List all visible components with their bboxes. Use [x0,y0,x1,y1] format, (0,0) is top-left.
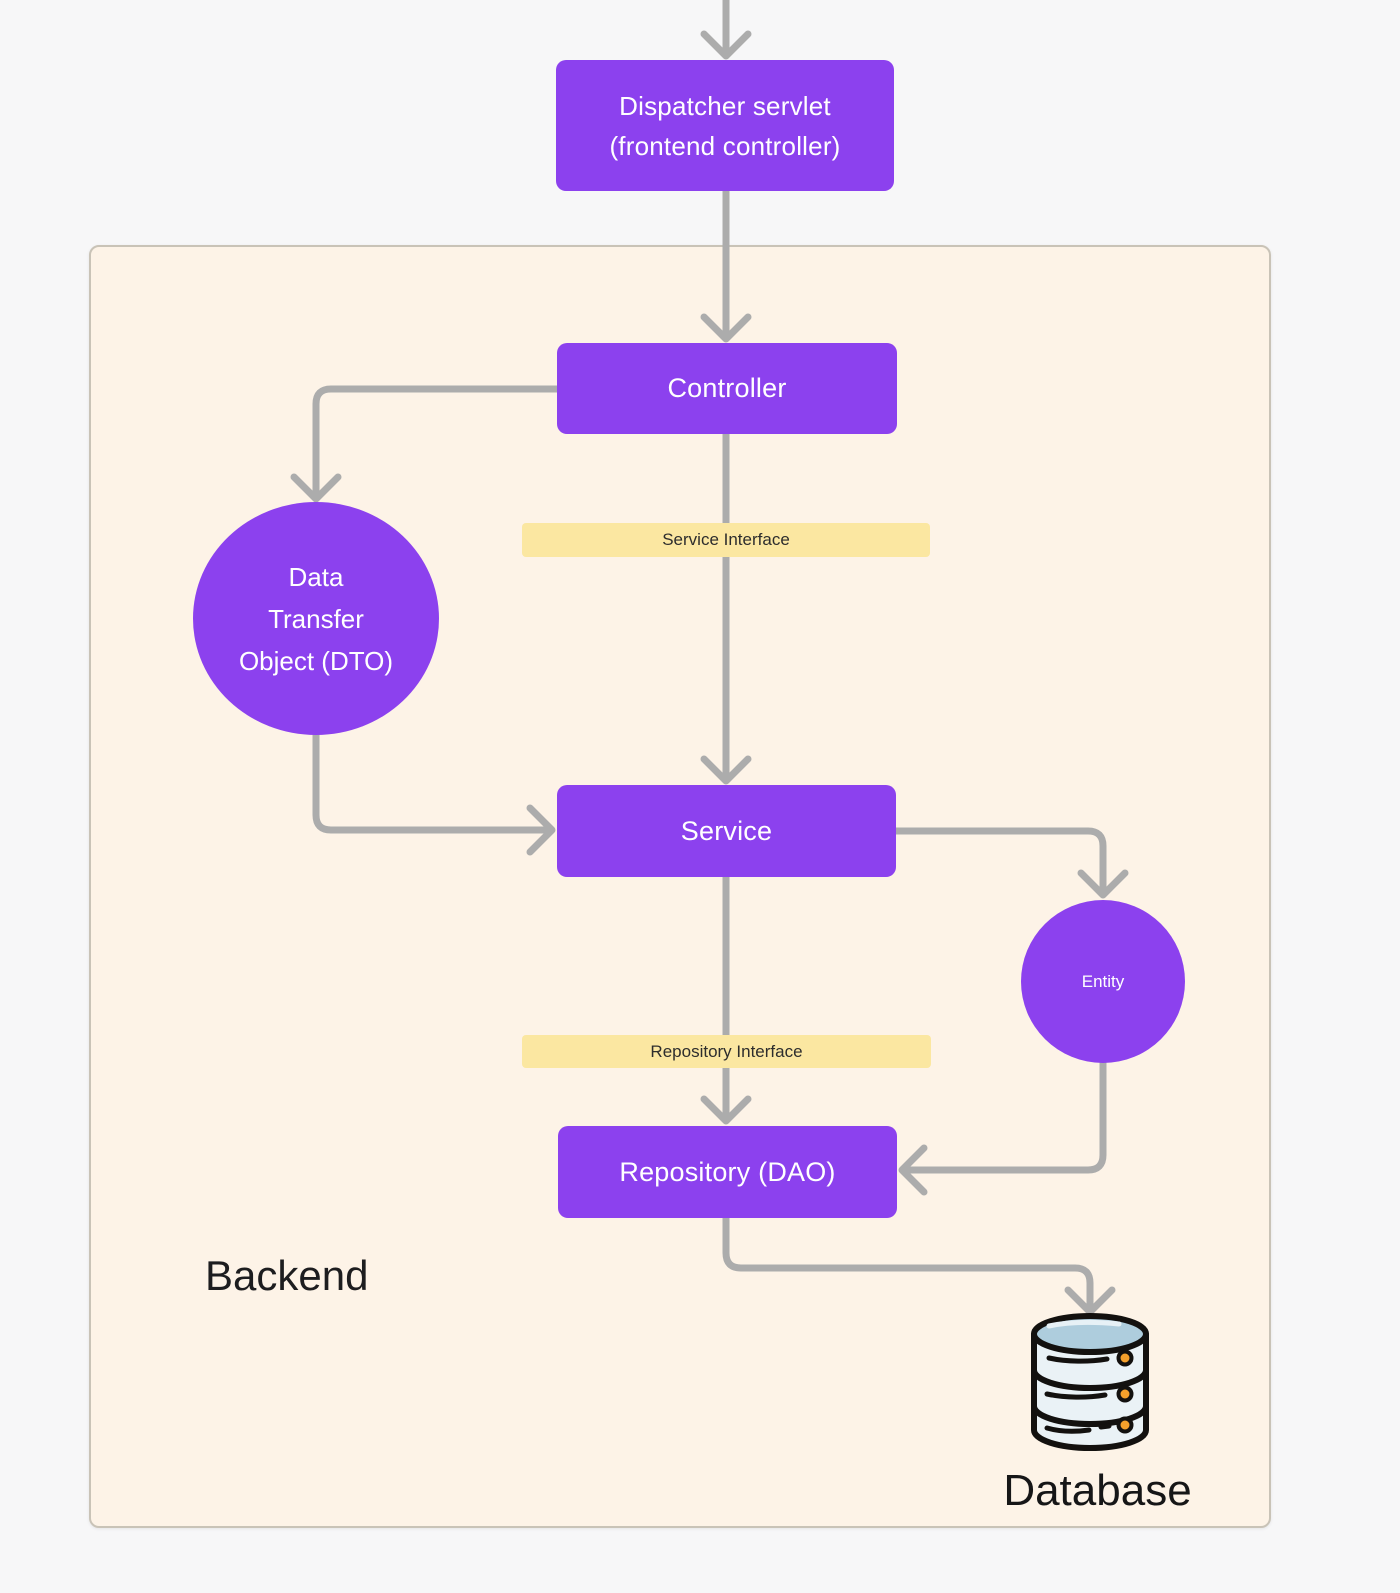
repository-interface-bar: Repository Interface [522,1035,931,1068]
arrow-service-to-repository [700,873,752,1125]
dto-label-line2: Transfer [268,603,364,634]
arrow-top-to-dispatcher [700,0,752,60]
dispatcher-servlet-label-line2: (frontend controller) [609,130,841,161]
arrow-controller-to-dto [290,385,561,503]
database-cylinder-icon [1031,1313,1149,1451]
repository-dao-label: Repository (DAO) [619,1156,836,1187]
arrow-entity-to-repository [898,1059,1107,1196]
backend-container-label: Backend [205,1252,369,1299]
service-interface-bar: Service Interface [522,523,930,557]
service-interface-label: Service Interface [662,530,790,549]
repository-dao-node: Repository (DAO) [558,1126,897,1218]
dto-node: Data Transfer Object (DTO) [193,502,439,735]
dto-label-line1: Data [288,561,344,592]
arrow-repository-to-database [722,1214,1116,1316]
arrow-dto-to-service [312,731,556,856]
arrow-controller-to-service [700,430,752,785]
entity-node: Entity [1021,900,1185,1063]
repository-interface-label: Repository Interface [650,1041,803,1061]
arrow-dispatcher-to-controller [700,187,752,343]
service-label: Service [680,815,773,846]
controller-node: Controller [557,343,897,434]
controller-label: Controller [667,373,787,403]
dto-label-line3: Object (DTO) [238,645,394,676]
dispatcher-servlet-node: Dispatcher servlet (frontend controller) [556,60,894,191]
database-label: Database [1003,1466,1192,1515]
service-node: Service [557,785,896,877]
dispatcher-servlet-label-line1: Dispatcher servlet [619,90,831,121]
entity-label: Entity [1081,971,1125,991]
arrow-service-to-entity [892,827,1129,899]
